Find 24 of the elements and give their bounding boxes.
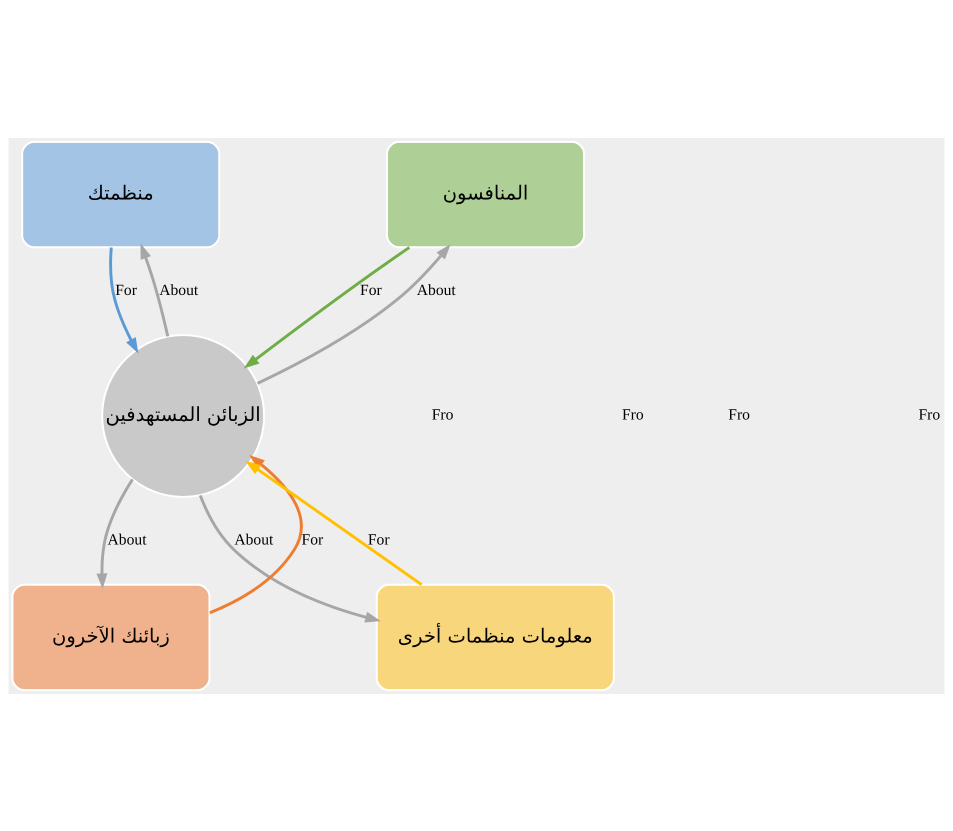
arrow [244, 246, 410, 368]
arrow [198, 494, 381, 622]
label: Fro [728, 406, 750, 424]
arrow [256, 243, 451, 384]
label: Fro [432, 406, 454, 424]
edge-label: About [108, 531, 147, 548]
node-box: زبائنك الآخرون [11, 583, 210, 691]
label: Fro [622, 406, 644, 424]
node-box: منظمتك [21, 140, 220, 248]
node-box: المنافسون [386, 140, 586, 248]
arrow [140, 242, 170, 336]
edge-label: About [159, 281, 198, 298]
arrow [245, 460, 422, 586]
edge-label: For [302, 531, 324, 548]
edge-label: For [368, 531, 390, 548]
edge-label: For [115, 281, 137, 298]
label: Fro [918, 406, 940, 424]
arrow [109, 246, 138, 353]
edge-label: For [360, 281, 382, 298]
edge-label: About [234, 531, 274, 548]
node-box: معلومات منظمات أخرى [376, 583, 615, 691]
arrow [209, 454, 303, 614]
edge-label: About [416, 281, 456, 298]
arrow [96, 478, 134, 589]
